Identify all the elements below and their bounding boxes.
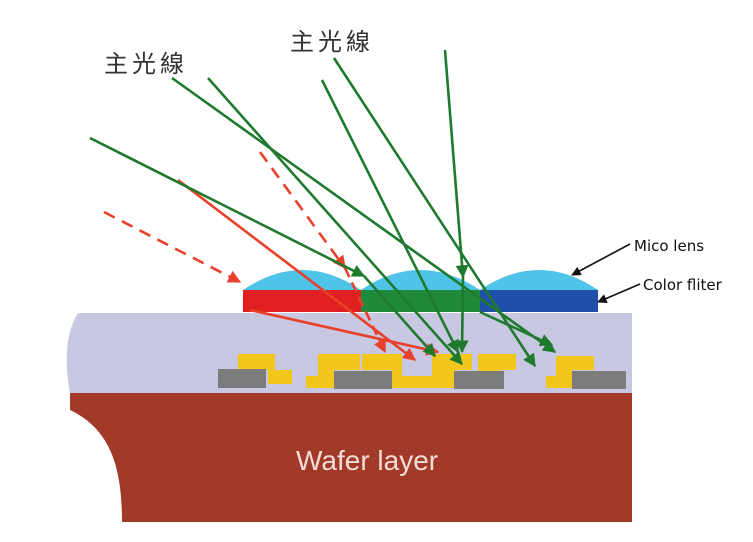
color-filter-red: [243, 290, 361, 312]
photodiodes: [218, 369, 626, 389]
wafer-layer: [70, 392, 632, 522]
green-ray-a1: [89, 136, 366, 278]
red-ray-solid-2: [249, 308, 440, 356]
micro-lens-1: [243, 270, 361, 290]
wafer-layer-label: Wafer layer: [296, 445, 438, 476]
main-ray-label-left: 主光線: [104, 50, 188, 78]
micro-lens-3: [480, 270, 598, 290]
green-ray-e: [320, 79, 460, 354]
metal-wiring: [238, 354, 594, 388]
green-ray-d: [332, 57, 537, 368]
color-filter-callout-arrow: [597, 283, 641, 304]
green-ray-c: [207, 77, 463, 365]
green-light-rays: [89, 49, 557, 368]
green-ray-a2: [363, 275, 436, 357]
green-ray-f2: [455, 276, 469, 354]
green-ray-b: [171, 76, 557, 354]
color-filter-label: Color fliter: [643, 276, 723, 294]
green-ray-g: [479, 310, 554, 347]
micro-lens-callout-arrow: [571, 243, 631, 276]
red-ray-dashed-left: [103, 210, 242, 284]
micro-lens-label: Mico lens: [634, 237, 704, 255]
green-ray-f1: [443, 49, 469, 279]
main-ray-label-right: 主光線: [290, 28, 374, 56]
red-light-rays: [103, 151, 440, 362]
color-filter-blue: [480, 290, 598, 312]
red-ray-dashed-upper: [258, 151, 347, 270]
